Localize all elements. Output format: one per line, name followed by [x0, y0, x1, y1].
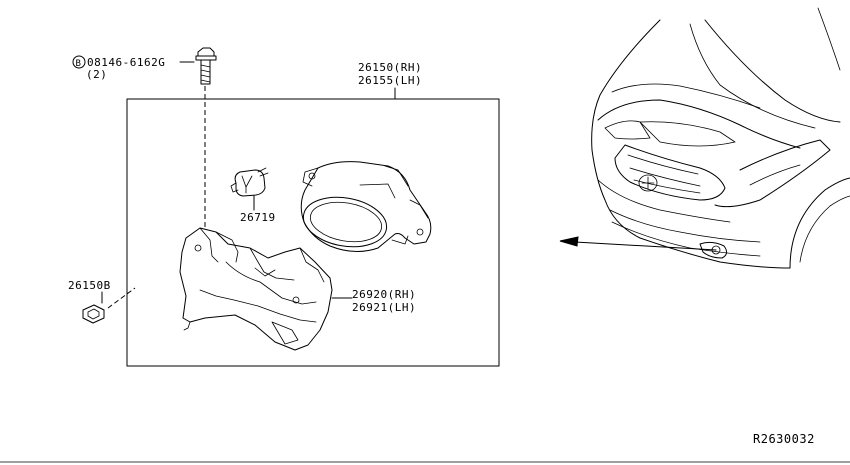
vehicle-front-view: [591, 7, 850, 269]
clip-dashed-path: [107, 287, 136, 309]
foglamp-lh-label: 26155(LH): [358, 74, 422, 87]
bolt-part-label: 08146-6162G: [87, 56, 165, 69]
clip-part: [82, 304, 105, 324]
bolt-callout: B 08146-6162G (2): [72, 55, 195, 81]
bolt-part: [195, 47, 217, 85]
diagram-reference-id: R2630032: [753, 432, 815, 446]
bracket-lh-label: 26921(LH): [352, 301, 416, 314]
bulb-part: [230, 167, 269, 197]
foglamp-rh-label: 26150(RH): [358, 61, 422, 74]
bracket-part: [179, 227, 333, 351]
clip-label: 26150B: [68, 279, 111, 292]
location-arrow: [559, 236, 717, 251]
bolt-qty-label: (2): [86, 68, 107, 81]
assembly-frame: [126, 98, 500, 367]
bulb-label: 26719: [240, 211, 276, 224]
bolt-symbol-circle: [72, 55, 86, 69]
bracket-rh-label: 26920(RH): [352, 288, 416, 301]
foglamp-part: [300, 161, 432, 252]
bolt-symbol-letter: B: [76, 59, 82, 69]
